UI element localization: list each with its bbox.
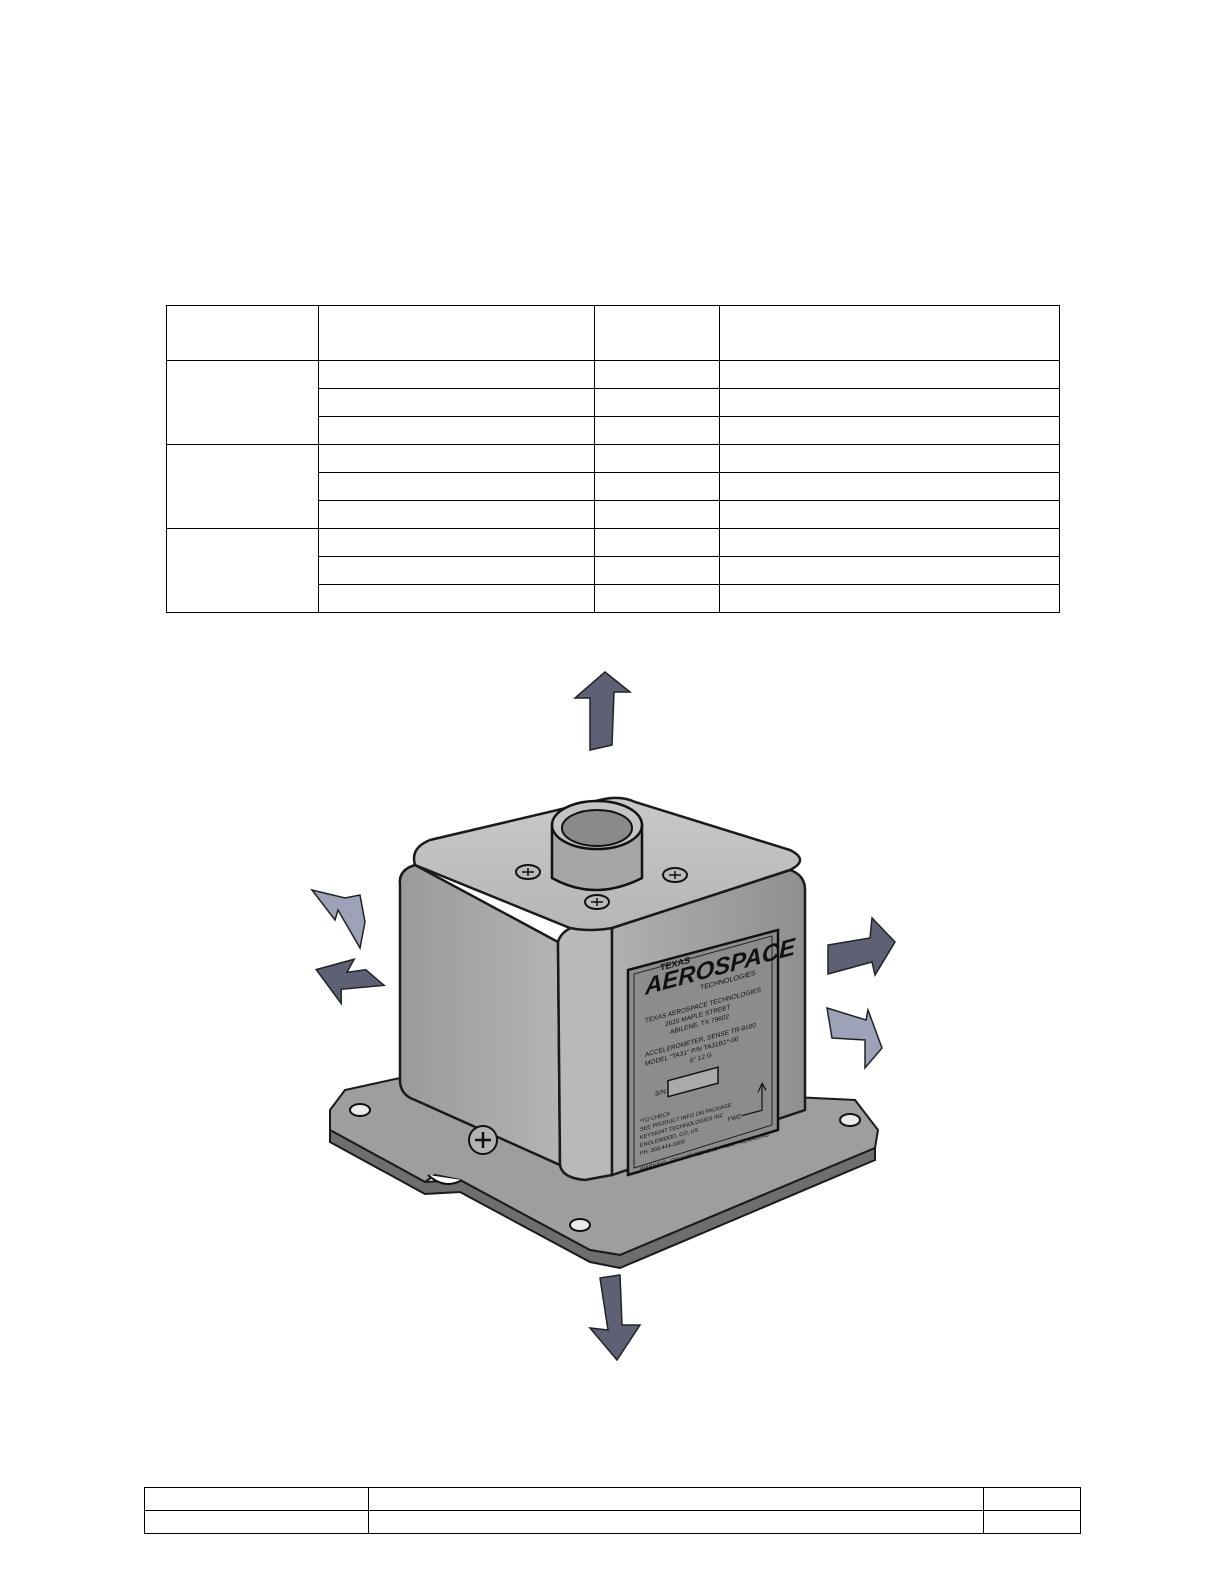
group-label: [166, 444, 319, 529]
spec-table-header: [166, 305, 1060, 361]
flange-notch: [427, 1174, 463, 1185]
connector-port: [550, 799, 644, 892]
data-plate: TEXAS AEROSPACE TECHNOLOGIES TEXAS AEROS…: [626, 928, 796, 1177]
arrow-up-icon: [572, 671, 633, 751]
table-cell: [318, 556, 595, 585]
table-cell: [983, 1487, 1081, 1511]
table-cell: [318, 416, 595, 445]
arrow-down-icon: [588, 1274, 642, 1362]
arrow-forward-right-icon: [826, 1006, 883, 1071]
table-cell: [594, 360, 720, 389]
screw-icon: [584, 894, 610, 910]
table-cell: [983, 1510, 1081, 1534]
table-cell: [318, 584, 595, 613]
table-cell: [318, 360, 595, 389]
arrow-left-icon: [314, 958, 386, 1006]
table-cell: [594, 472, 720, 501]
table-cell: [594, 528, 720, 557]
group-label: [166, 528, 319, 613]
table-cell: [144, 1510, 369, 1534]
screw-icon: [515, 864, 541, 880]
group-label: [166, 360, 319, 445]
table-cell: [719, 360, 1060, 389]
table-cell: [719, 500, 1060, 529]
table-cell: [318, 528, 595, 557]
table-cell: [719, 388, 1060, 417]
spec-table: [166, 305, 1060, 613]
table-cell: [144, 1487, 369, 1511]
header-cell: [719, 305, 1060, 361]
table-row: [144, 1510, 1081, 1534]
table-cell: [318, 472, 595, 501]
table-cell: [318, 500, 595, 529]
table-cell: [594, 584, 720, 613]
table-cell: [719, 584, 1060, 613]
plate-sn-label: S/N: [655, 1088, 666, 1098]
table-row: [166, 360, 1060, 445]
table-cell: [719, 528, 1060, 557]
table-row: [166, 444, 1060, 529]
mount-hole-icon: [569, 1218, 591, 1232]
accelerometer-illustration: TEXAS AEROSPACE TECHNOLOGIES TEXAS AEROS…: [310, 671, 896, 1362]
mount-hole-icon: [839, 1113, 861, 1127]
table-cell: [594, 444, 720, 473]
table-cell: [719, 416, 1060, 445]
arrow-back-left-icon: [310, 888, 366, 951]
footer-table: [144, 1487, 1081, 1534]
screw-icon: [468, 1125, 498, 1155]
table-cell: [594, 388, 720, 417]
table-cell: [368, 1510, 984, 1534]
table-cell: [368, 1487, 984, 1511]
mount-hole-icon: [349, 1103, 371, 1117]
table-cell: [594, 556, 720, 585]
screw-icon: [662, 867, 688, 883]
table-row: [166, 528, 1060, 613]
header-cell: [166, 305, 319, 361]
housing-corner: [556, 923, 614, 1182]
table-cell: [719, 556, 1060, 585]
header-cell: [318, 305, 595, 361]
table-row: [167, 584, 1060, 613]
axis-arrow-icon: [742, 1081, 767, 1117]
plate-axis-label: FWD: [728, 1113, 742, 1124]
table-cell: [719, 472, 1060, 501]
table-row: [144, 1487, 1081, 1511]
table-row: [167, 500, 1060, 529]
table-cell: [594, 500, 720, 529]
serial-number-box: [667, 1066, 719, 1098]
header-cell: [594, 305, 720, 361]
arrow-right-icon: [827, 916, 896, 977]
table-row: [167, 556, 1060, 585]
table-cell: [318, 388, 595, 417]
table-cell: [318, 444, 595, 473]
table-row: [167, 472, 1060, 501]
table-cell: [719, 444, 1060, 473]
table-cell: [594, 416, 720, 445]
